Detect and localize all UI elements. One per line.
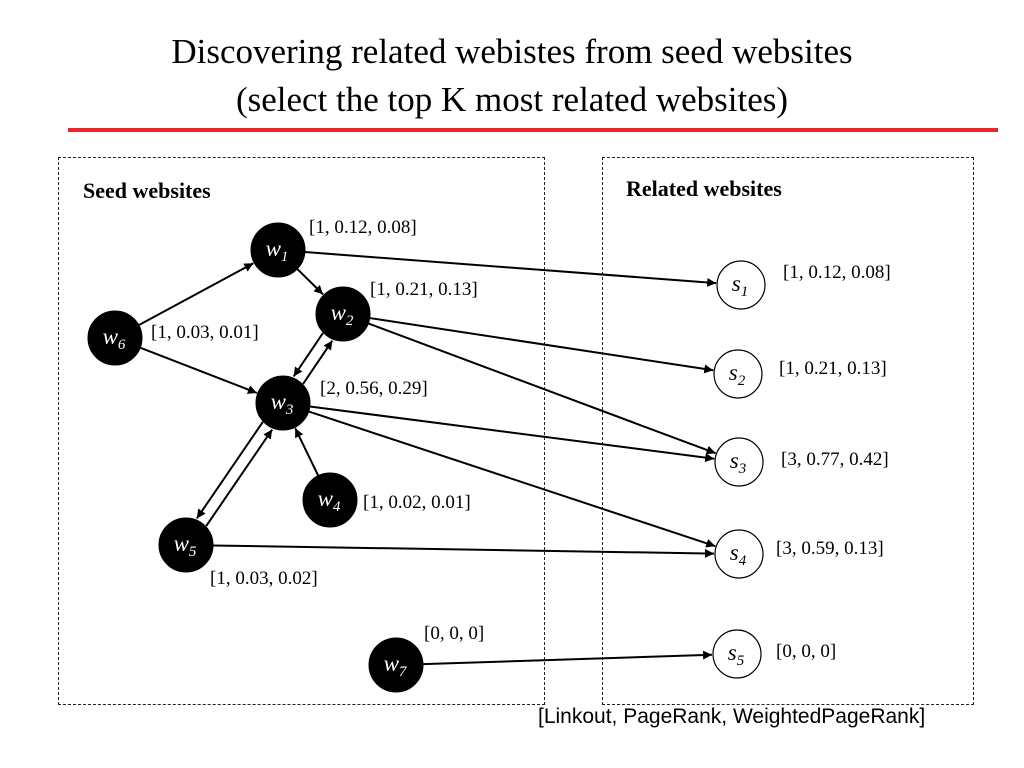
edge-w3-to-s3 xyxy=(309,405,715,463)
vector-label-s4: [3, 0.59, 0.13] xyxy=(776,538,884,559)
edge-w6-to-w1 xyxy=(138,262,254,327)
page-subtitle: (select the top K most related websites) xyxy=(235,80,789,119)
edge-w5-to-w3 xyxy=(205,428,273,527)
edge-w3-to-w5 xyxy=(196,421,264,520)
page-title: Discovering related webistes from seed w… xyxy=(171,32,853,71)
edge-w2-to-s2 xyxy=(369,317,714,374)
vector-label-w2: [1, 0.21, 0.13] xyxy=(370,279,478,300)
node-s2: s2 xyxy=(713,349,763,399)
edge-w2-to-w3 xyxy=(292,332,324,377)
node-label-w7: w7 xyxy=(384,651,408,680)
footer-caption: [Linkout, PageRank, WeightedPageRank] xyxy=(538,705,926,728)
seed-websites-box xyxy=(58,157,545,705)
node-w3: w3 xyxy=(255,375,311,431)
edge-w7-to-s5 xyxy=(422,650,713,666)
edge-w6-to-w3 xyxy=(139,346,258,394)
node-w6: w6 xyxy=(87,310,143,366)
node-s3: s3 xyxy=(714,437,764,487)
title-divider xyxy=(68,128,998,132)
node-w1: w1 xyxy=(250,222,306,278)
node-s5: s5 xyxy=(712,629,762,679)
edge-w2-to-s3 xyxy=(367,322,716,455)
node-w7: w7 xyxy=(368,637,424,693)
vector-label-s5: [0, 0, 0] xyxy=(776,641,837,662)
vector-label-w5: [1, 0.03, 0.02] xyxy=(210,568,318,589)
node-label-w5: w5 xyxy=(174,531,197,560)
vector-label-w3: [2, 0.56, 0.29] xyxy=(320,378,428,399)
edge-w3-to-w2 xyxy=(302,340,334,385)
edge-w1-to-w2 xyxy=(296,268,324,296)
related-websites-label: Related websites xyxy=(626,176,782,201)
node-w4: w4 xyxy=(302,472,358,528)
node-label-s4: s4 xyxy=(730,540,747,569)
node-label-s2: s2 xyxy=(729,360,746,389)
node-s1: s1 xyxy=(716,260,766,310)
edge-w4-to-w3 xyxy=(294,427,320,477)
node-label-w4: w4 xyxy=(318,486,341,515)
node-label-w3: w3 xyxy=(271,389,294,418)
vector-label-w6: [1, 0.03, 0.01] xyxy=(151,322,259,343)
node-s4: s4 xyxy=(714,529,764,579)
vector-label-s2: [1, 0.21, 0.13] xyxy=(779,358,887,379)
node-label-w2: w2 xyxy=(331,300,354,329)
node-label-w6: w6 xyxy=(103,324,126,353)
vector-label-w7: [0, 0, 0] xyxy=(424,623,485,644)
node-w5: w5 xyxy=(158,517,214,573)
related-websites-box xyxy=(602,157,974,705)
seed-websites-label: Seed websites xyxy=(83,178,211,203)
vector-label-s3: [3, 0.77, 0.42] xyxy=(781,449,889,470)
node-label-s1: s1 xyxy=(732,271,748,300)
node-label-w1: w1 xyxy=(266,236,289,265)
vector-label-w4: [1, 0.02, 0.01] xyxy=(363,492,471,513)
edge-w1-to-s1 xyxy=(304,251,717,287)
node-label-s5: s5 xyxy=(728,640,745,669)
edge-w5-to-s4 xyxy=(212,544,715,558)
node-label-s3: s3 xyxy=(730,448,746,477)
edge-w3-to-s4 xyxy=(308,410,716,548)
node-w2: w2 xyxy=(315,286,371,342)
vector-label-w1: [1, 0.12, 0.08] xyxy=(309,217,417,238)
vector-label-s1: [1, 0.12, 0.08] xyxy=(783,262,891,283)
